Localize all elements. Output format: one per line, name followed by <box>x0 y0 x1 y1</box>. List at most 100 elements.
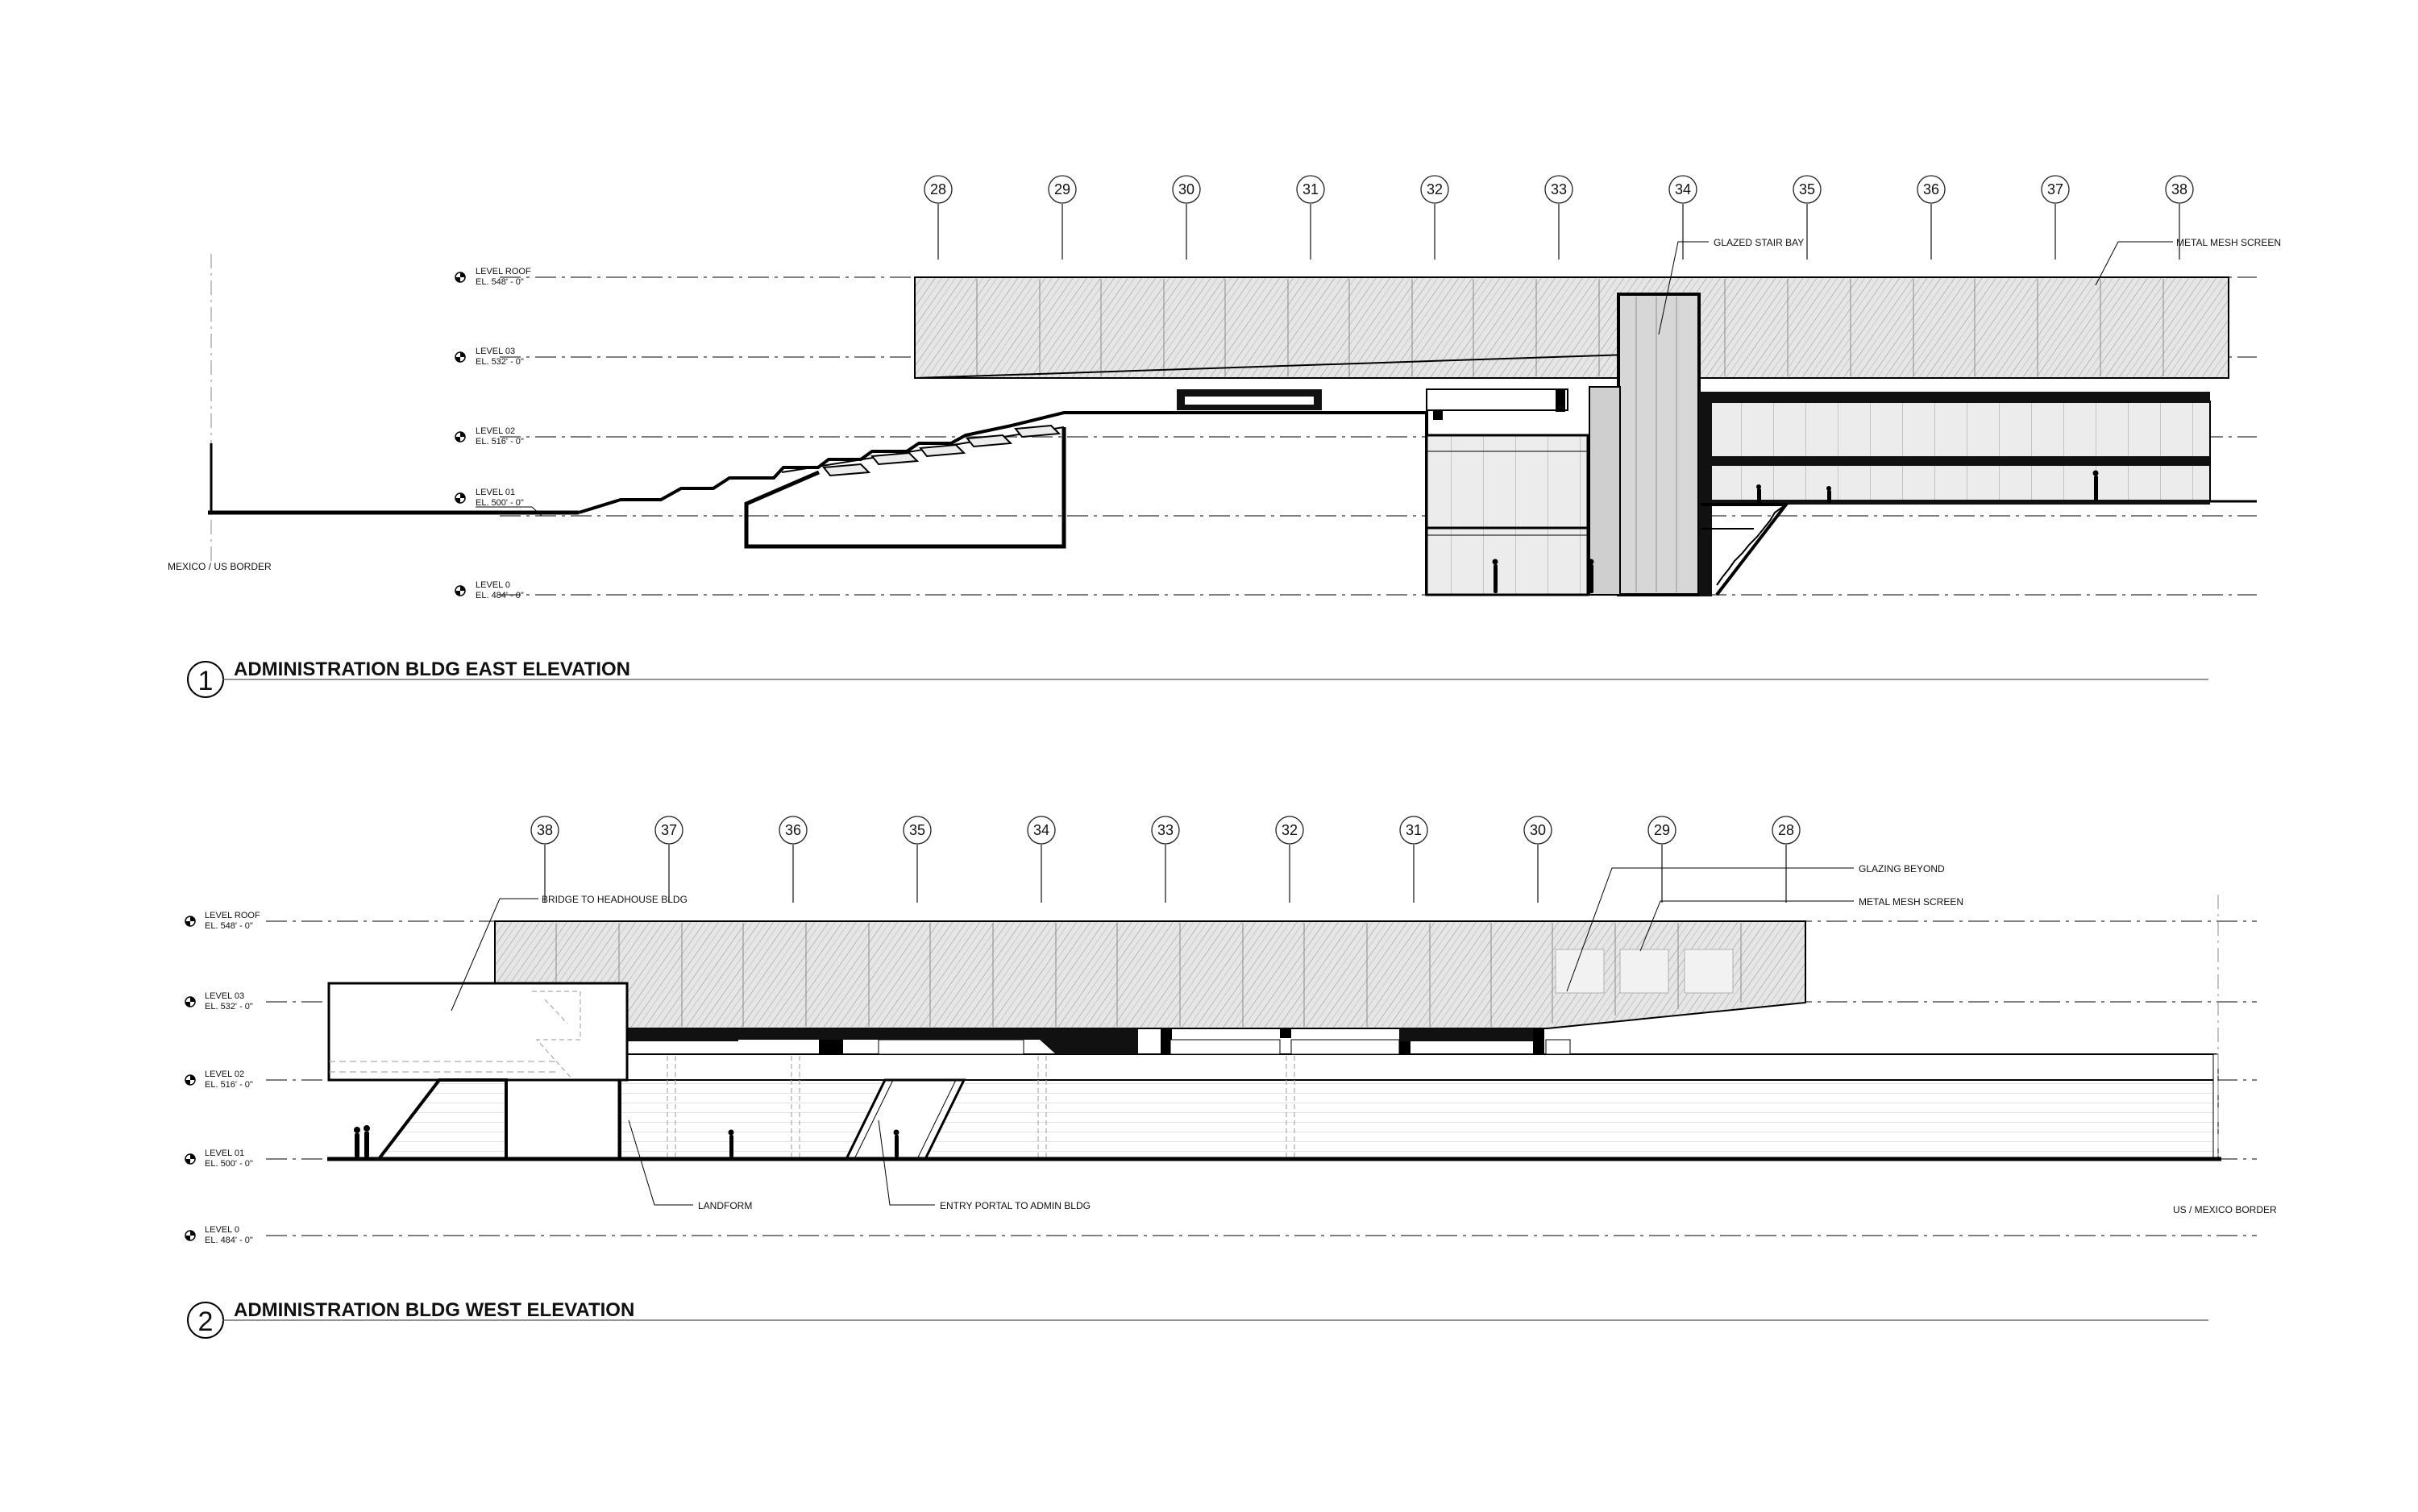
west-grid-bubbles <box>544 845 1787 903</box>
metal-mesh-screen-label: METAL MESH SCREEN <box>1859 896 1963 908</box>
grid-label: 35 <box>1799 181 1815 197</box>
grid-label: 32 <box>1282 822 1298 838</box>
level-marker-03: LEVEL 03 EL. 532' - 0" <box>185 991 253 1011</box>
grid-label: 37 <box>2047 181 2063 197</box>
level-marker-roof: LEVEL ROOF EL. 548' - 0" <box>455 267 531 287</box>
level-elevation: EL. 532' - 0" <box>476 357 524 367</box>
west-bridge <box>327 982 629 1082</box>
level-name: LEVEL 02 <box>476 426 515 436</box>
level-elevation: EL. 516' - 0" <box>205 1080 253 1090</box>
level-name: LEVEL 02 <box>205 1070 244 1079</box>
landform-label: LANDFORM <box>698 1200 752 1211</box>
level-marker-02: LEVEL 02 EL. 516' - 0" <box>455 426 524 447</box>
east-border-marker: MEXICO / US BORDER <box>168 254 272 572</box>
west-dashed-columns <box>667 1056 1295 1157</box>
west-mesh-screen-band <box>494 920 1806 1029</box>
grid-label: 31 <box>1406 822 1422 838</box>
level-elevation: EL. 548' - 0" <box>205 921 253 931</box>
east-level-markers: LEVEL ROOF EL. 548' - 0" LEVEL 03 EL. 53… <box>455 267 542 600</box>
metal-mesh-screen-label: METAL MESH SCREEN <box>2176 237 2281 248</box>
level-elevation: EL. 484' - 0" <box>476 591 524 600</box>
level-name: LEVEL 01 <box>476 488 515 497</box>
west-grid-circles: 38 37 36 35 34 33 32 31 30 29 28 <box>530 816 1801 845</box>
level-elevation: EL. 516' - 0" <box>476 437 524 447</box>
level-marker-0: LEVEL 0 EL. 484' - 0" <box>455 580 524 600</box>
level-elevation: EL. 548' - 0" <box>476 277 524 287</box>
west-underside <box>625 1028 1571 1055</box>
grid-label: 30 <box>1178 181 1194 197</box>
east-underside <box>1177 388 1568 420</box>
level-name: LEVEL 03 <box>205 991 244 1001</box>
glazed-stair-bay-label: GLAZED STAIR BAY <box>1714 237 1804 248</box>
bridge-label: BRIDGE TO HEADHOUSE BLDG <box>542 894 688 905</box>
grid-label: 28 <box>1778 822 1794 838</box>
level-name: LEVEL 0 <box>476 580 510 590</box>
west-people <box>354 1125 899 1157</box>
entry-portal-label: ENTRY PORTAL TO ADMIN BLDG <box>940 1200 1091 1211</box>
grid-label: 34 <box>1675 181 1691 197</box>
level-name: LEVEL 01 <box>205 1149 244 1158</box>
grid-label: 30 <box>1530 822 1546 838</box>
level-elevation: EL. 484' - 0" <box>205 1236 253 1245</box>
west-elevation: LEVEL ROOF EL. 548' - 0" LEVEL 03 EL. 53… <box>185 816 2277 1339</box>
level-elevation: EL. 500' - 0" <box>205 1159 253 1169</box>
east-annotations: GLAZED STAIR BAY METAL MESH SCREEN <box>1658 237 2281 335</box>
east-people <box>1492 470 2099 593</box>
east-landform <box>208 411 1428 595</box>
level-name: LEVEL ROOF <box>476 267 531 276</box>
east-grid-circles: 28 29 30 31 32 33 34 35 36 37 38 <box>924 175 2194 204</box>
east-mesh-screen-band <box>914 276 2229 379</box>
level-marker-01: LEVEL 01 EL. 500' - 0" <box>185 1149 253 1169</box>
east-lower-glazing <box>1425 434 1589 596</box>
west-annotations <box>451 867 1854 1206</box>
level-name: LEVEL 03 <box>476 347 515 356</box>
west-border-marker: US / MEXICO BORDER <box>2173 895 2277 1215</box>
level-marker-03: LEVEL 03 EL. 532' - 0" <box>455 347 524 367</box>
grid-label: 34 <box>1033 822 1049 838</box>
level-name: LEVEL ROOF <box>205 911 260 920</box>
border-label: US / MEXICO BORDER <box>2173 1204 2277 1215</box>
grid-label: 33 <box>1157 822 1174 838</box>
grid-label: 38 <box>537 822 553 838</box>
level-elevation: EL. 532' - 0" <box>205 1002 253 1011</box>
grid-label: 29 <box>1654 822 1670 838</box>
grid-label: 36 <box>785 822 801 838</box>
east-landform-steps <box>822 424 1062 477</box>
east-elevation: LEVEL ROOF EL. 548' - 0" LEVEL 03 EL. 53… <box>168 175 2281 698</box>
grid-label: 28 <box>930 181 946 197</box>
grid-label: 31 <box>1302 181 1319 197</box>
level-elevation: EL. 500' - 0" <box>476 498 524 508</box>
grid-label: 32 <box>1427 181 1443 197</box>
grid-label: 35 <box>909 822 925 838</box>
west-stair-core <box>505 1078 621 1161</box>
west-glazing-beyond <box>1555 949 1734 994</box>
drawing-number: 2 <box>198 1306 214 1337</box>
east-grid-bubbles <box>937 204 2180 260</box>
grid-label: 29 <box>1054 181 1070 197</box>
east-entry-stair <box>1701 503 1790 596</box>
east-roof-underside-taper <box>914 354 1629 379</box>
level-marker-roof: LEVEL ROOF EL. 548' - 0" <box>185 911 260 931</box>
east-right-glazing <box>1698 401 2211 502</box>
east-elevation-title: 1 ADMINISTRATION BLDG EAST ELEVATION <box>187 658 2208 698</box>
level-name: LEVEL 0 <box>205 1225 239 1235</box>
grid-label: 37 <box>661 822 677 838</box>
drawing-number: 1 <box>198 666 214 696</box>
grid-label: 38 <box>2171 181 2187 197</box>
west-entry-portal <box>845 1078 966 1160</box>
east-mesh-panel-joints <box>976 279 2164 376</box>
level-marker-0: LEVEL 0 EL. 484' - 0" <box>185 1225 253 1245</box>
drawing-title: ADMINISTRATION BLDG WEST ELEVATION <box>234 1299 634 1321</box>
east-stair-mullions <box>1635 297 1677 592</box>
east-glazed-stair-bay <box>1617 293 1701 596</box>
border-label: MEXICO / US BORDER <box>168 561 272 572</box>
grid-label: 36 <box>1923 181 1939 197</box>
level-marker-02: LEVEL 02 EL. 516' - 0" <box>185 1070 253 1090</box>
west-landform-ramp <box>375 1078 508 1161</box>
west-mesh-panel-joints <box>555 923 1742 1027</box>
west-level-markers: LEVEL ROOF EL. 548' - 0" LEVEL 03 EL. 53… <box>185 911 260 1245</box>
grid-label: 33 <box>1551 181 1567 197</box>
west-elevation-title: 2 ADMINISTRATION BLDG WEST ELEVATION <box>187 1299 2208 1339</box>
glazing-beyond-label: GLAZING BEYOND <box>1859 863 1945 874</box>
